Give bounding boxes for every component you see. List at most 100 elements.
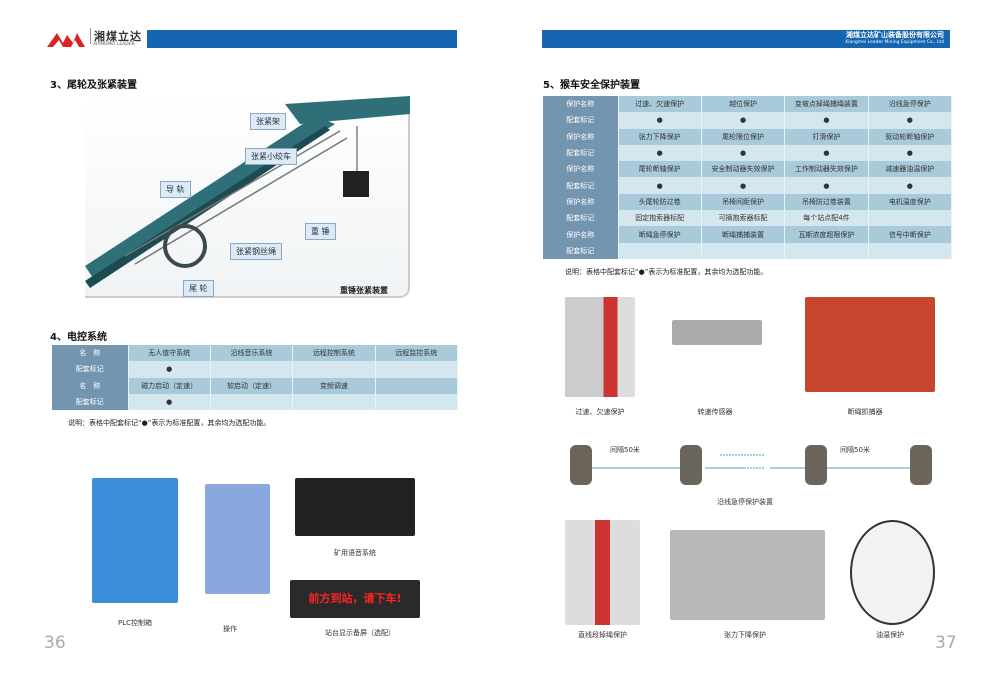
row-header-cell: 名 称 [52,345,129,362]
table-cell [292,393,376,411]
table-cell: 沿线急停保护 [868,96,953,113]
table-cell: 打滑保护 [784,128,869,145]
table-cell [701,242,786,259]
interval-label-2: 间隔50米 [840,446,870,454]
row-header-cell: 配套标记 [543,242,619,259]
speed-sensor-photo [672,320,762,345]
table-cell [210,361,294,378]
oil-temp-photo [850,520,935,625]
table-cell: ● [784,112,869,129]
table-cell: ● [701,144,786,162]
table-row: 名 称磁力启动（定速）软启动（定速）变频调速 [52,377,459,394]
table-row: 名 称无人值守系统沿线音乐系统远程控制系统远程监控系统 [52,345,459,362]
caption-speed-sensor: 转速传感器 [697,408,733,416]
table-cell: 尾轮限位保护 [701,128,786,145]
table-cell: ● [618,177,702,194]
tension-sensor-photo [670,530,825,620]
table-cell [375,393,459,411]
table-cell: 可摘抱索器标配 [701,210,786,227]
table-cell: 每个站点配4件 [784,210,869,227]
logo-mark-icon [47,33,85,47]
table-cell [868,210,953,227]
table-cell [618,242,702,259]
company-name-cn: 湘煤立达矿山装备股份有限公司 [846,31,944,39]
table-cell: 沿线音乐系统 [210,345,294,362]
table-row: 配套标记 [543,242,953,259]
table-cell: ● [868,177,953,194]
table-cell: 电机温度保护 [868,193,953,211]
table-cell: 变频调速 [292,377,376,394]
table-cell [868,242,953,259]
table-cell: 吊椅防过卷装置 [784,193,869,211]
table-cell: 固定抱索器标配 [618,210,702,227]
table-cell: 安全制动器失效保护 [701,161,786,178]
table-cell [210,393,294,411]
label-guide-rail: 导 轨 [160,181,191,198]
table-cell: 过速、欠速保护 [618,96,702,113]
row-header-cell: 配套标记 [543,144,619,162]
label-tension-frame: 张紧架 [250,113,286,130]
table-cell [375,361,459,378]
table-row: 保护名称张力下降保护尾轮限位保护打滑保护驱动轮断轴保护 [543,128,953,145]
led-display-photo: 前方到站，请下车! [290,580,420,618]
table-row: 配套标记● [52,393,459,411]
table-row: 配套标记●●●● [543,112,953,129]
table-row: 保护名称过速、欠速保护越位保护变坡点掉绳捕绳装置沿线急停保护 [543,96,953,113]
page-number-right: 37 [935,633,957,653]
header-bar-left [147,30,457,48]
section4-title: 4、电控系统 [50,332,107,343]
table-cell: 工作制动器失效保护 [784,161,869,178]
interval-label-1: 间隔50米 [610,446,640,454]
tail-wheel-diagram: 张紧架 张紧小绞车 导 轨 重 锤 张紧钢丝绳 尾 轮 重锤张紧装置 [85,96,410,298]
overspeed-photo [565,297,635,397]
table-cell: 断绳急停保护 [618,226,702,243]
table-row: 保护名称头尾轮防过卷吊椅间距保护吊椅防过卷装置电机温度保护 [543,193,953,211]
row-header-cell: 保护名称 [543,161,619,178]
table-cell: ● [128,361,211,378]
table-cell: ● [128,393,211,411]
row-header-cell: 保护名称 [543,96,619,113]
table-cell: ● [784,144,869,162]
label-tension-winch: 张紧小绞车 [245,148,297,165]
table-cell: 尾轮断轴保护 [618,161,702,178]
table-cell: 信号中断保护 [868,226,953,243]
safety-protection-table: 保护名称过速、欠速保护越位保护变坡点掉绳捕绳装置沿线急停保护配套标记●●●●保护… [543,96,953,259]
caption-led: 站台显示备屏（选配） [325,629,395,637]
table-cell [784,242,869,259]
caption-rope-drop: 直线段掉绳保护 [578,631,627,639]
row-header-cell: 配套标记 [543,112,619,129]
caption-plc: PLC控制箱 [117,619,152,627]
voice-system-photo [295,478,415,536]
table-cell: 减速器油温保护 [868,161,953,178]
table-cell: 越位保护 [701,96,786,113]
caption-emergency-stop: 沿线急停保护装置 [717,498,773,506]
table-cell [292,361,376,378]
table-row: 配套标记●●●● [543,177,953,194]
row-header-cell: 配套标记 [52,393,129,411]
company-name-en: Xiangmei Leader Mining Equipment Co., Lt… [845,40,944,45]
table-cell: 远程监控系统 [375,345,459,362]
row-header-cell: 名 称 [52,377,129,394]
table-cell: 头尾轮防过卷 [618,193,702,211]
table-row: 配套标记●●●● [543,144,953,162]
table-cell: ● [618,144,702,162]
row-header-cell: 配套标记 [52,361,129,378]
emergency-stop-chain: 间隔50米 间隔50米 [565,440,945,490]
table-cell: 吊椅间距保护 [701,193,786,211]
row-header-cell: 配套标记 [543,177,619,194]
caption-oil-temp: 油温保护 [876,631,904,639]
logo: 湘煤立达 XIANGMEI LEADER [45,28,145,50]
table-cell [375,377,459,394]
table-cell: ● [701,177,786,194]
table-cell: ● [784,177,869,194]
caption-voice: 矿用语音系统 [334,549,376,557]
label-counterweight: 重 锤 [305,223,336,240]
table-cell: 张力下降保护 [618,128,702,145]
logo-en: XIANGMEI LEADER [93,42,135,47]
table-cell: ● [701,112,786,129]
table-cell: 瓦斯浓度超限保护 [784,226,869,243]
table-cell: 断绳捕捕装置 [701,226,786,243]
console-photo [205,484,270,594]
table-cell: ● [618,112,702,129]
logo-cn: 湘煤立达 [90,28,142,44]
